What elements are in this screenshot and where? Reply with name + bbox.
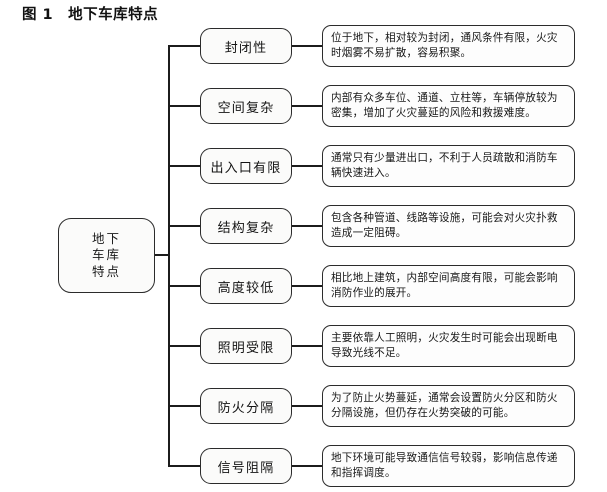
description-node-8[interactable]: 地下环境可能导致通信信号较弱，影响信息传递和指挥调度。 (322, 445, 575, 487)
connector-desc-7 (291, 405, 323, 407)
description-node-7[interactable]: 为了防止火势蔓延，通常会设置防火分区和防火分隔设施，但仍存在火势突破的可能。 (322, 385, 575, 427)
root-node-line-3: 特点 (91, 263, 121, 279)
description-text-8: 地下环境可能导致通信信号较弱，影响信息传递和指挥调度。 (331, 451, 558, 479)
connector-desc-1 (291, 45, 323, 47)
connector-desc-8 (291, 465, 323, 467)
connector-branch-8 (168, 465, 201, 467)
connector-branch-4 (168, 225, 201, 227)
topic-node-6[interactable]: 照明受限 (200, 328, 292, 364)
description-text-3: 通常只有少量进出口，不利于人员疏散和消防车辆快速进入。 (331, 151, 558, 179)
description-node-3[interactable]: 通常只有少量进出口，不利于人员疏散和消防车辆快速进入。 (322, 145, 575, 187)
description-node-5[interactable]: 相比地上建筑，内部空间高度有限，可能会影响消防作业的展开。 (322, 265, 575, 307)
topic-label-8: 信号阻隔 (217, 460, 275, 476)
description-node-1[interactable]: 位于地下，相对较为封闭，通风条件有限，火灾时烟雾不易扩散，容易积聚。 (322, 25, 575, 67)
connector-branch-6 (168, 345, 201, 347)
root-node[interactable]: 地下 车库 特点 (58, 218, 155, 293)
topic-node-7[interactable]: 防火分隔 (200, 388, 292, 424)
connector-branch-5 (168, 285, 201, 287)
connector-desc-3 (291, 165, 323, 167)
connector-desc-4 (291, 225, 323, 227)
topic-label-6: 照明受限 (217, 340, 275, 356)
topic-node-8[interactable]: 信号阻隔 (200, 448, 292, 484)
topic-node-4[interactable]: 结构复杂 (200, 208, 292, 244)
topic-label-1: 封闭性 (224, 40, 268, 56)
topic-label-3: 出入口有限 (210, 160, 282, 176)
description-text-5: 相比地上建筑，内部空间高度有限，可能会影响消防作业的展开。 (331, 271, 558, 299)
topic-node-3[interactable]: 出入口有限 (200, 148, 292, 184)
description-node-4[interactable]: 包含各种管道、线路等设施，可能会对火灾扑救造成一定阻碍。 (322, 205, 575, 247)
description-node-2[interactable]: 内部有众多车位、通道、立柱等，车辆停放较为密集，增加了火灾蔓延的风险和救援难度。 (322, 85, 575, 127)
topic-node-2[interactable]: 空间复杂 (200, 88, 292, 124)
root-node-line-2: 车库 (91, 247, 121, 263)
page-title: 图 1 地下车库特点 (22, 7, 159, 23)
connector-branch-2 (168, 105, 201, 107)
connector-desc-6 (291, 345, 323, 347)
connector-desc-2 (291, 105, 323, 107)
connector-branch-3 (168, 165, 201, 167)
description-node-6[interactable]: 主要依靠人工照明，火灾发生时可能会出现断电导致光线不足。 (322, 325, 575, 367)
topic-label-7: 防火分隔 (217, 400, 275, 416)
topic-label-2: 空间复杂 (217, 100, 275, 116)
connector-trunk (168, 45, 170, 466)
topic-node-1[interactable]: 封闭性 (200, 28, 292, 64)
connector-desc-5 (291, 285, 323, 287)
root-node-line-1: 地下 (91, 230, 121, 246)
description-text-2: 内部有众多车位、通道、立柱等，车辆停放较为密集，增加了火灾蔓延的风险和救援难度。 (331, 91, 558, 119)
topic-label-4: 结构复杂 (217, 220, 275, 236)
description-text-6: 主要依靠人工照明，火灾发生时可能会出现断电导致光线不足。 (331, 331, 558, 359)
description-text-4: 包含各种管道、线路等设施，可能会对火灾扑救造成一定阻碍。 (331, 211, 558, 239)
topic-node-5[interactable]: 高度较低 (200, 268, 292, 304)
connector-branch-1 (168, 45, 201, 47)
connector-branch-7 (168, 405, 201, 407)
topic-label-5: 高度较低 (217, 280, 275, 296)
connector-root-stub (155, 254, 170, 256)
description-text-1: 位于地下，相对较为封闭，通风条件有限，火灾时烟雾不易扩散，容易积聚。 (331, 31, 558, 59)
description-text-7: 为了防止火势蔓延，通常会设置防火分区和防火分隔设施，但仍存在火势突破的可能。 (331, 391, 558, 419)
